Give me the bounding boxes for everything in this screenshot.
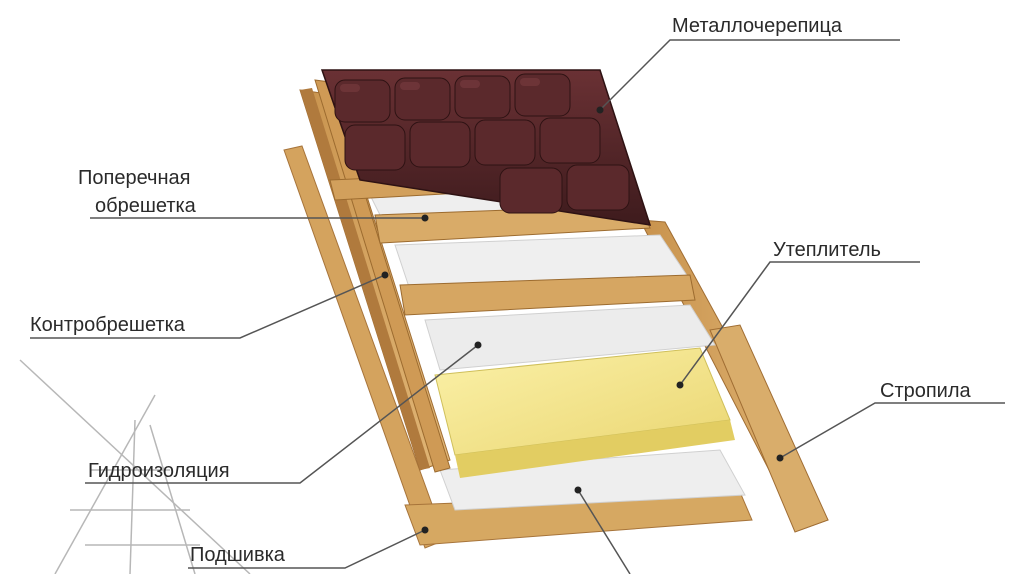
- metal-tile-roof: [320, 69, 652, 226]
- label-cross-batten-line1: Поперечная: [78, 167, 190, 189]
- label-insulation: Утеплитель: [773, 239, 881, 261]
- leader-lines: [30, 39, 1005, 574]
- insulation-block-front: [455, 420, 735, 478]
- leader-metal-tile: [599, 39, 900, 111]
- leader-membrane-bottom: [577, 489, 631, 574]
- cross-batten-2: [399, 274, 696, 316]
- leader-insulation: [679, 261, 920, 386]
- label-metal-tile: Металлочерепица: [672, 15, 843, 37]
- membrane-panel-low: [424, 304, 716, 371]
- leader-rafters: [779, 402, 1005, 459]
- leader-soffit: [188, 529, 426, 569]
- leader-dots: [381, 106, 784, 534]
- background-wireframe: [19, 359, 251, 574]
- label-waterproofing: Гидроизоляция: [88, 460, 230, 482]
- label-soffit: Подшивка: [190, 544, 286, 566]
- label-rafters: Стропила: [880, 380, 972, 402]
- right-rafter-front: [709, 324, 829, 533]
- label-counter-batten: Контробрешетка: [30, 314, 186, 336]
- leader-counter-batten: [30, 274, 386, 339]
- label-cross-batten-line2: обрешетка: [95, 195, 197, 217]
- leader-waterproofing: [85, 344, 479, 484]
